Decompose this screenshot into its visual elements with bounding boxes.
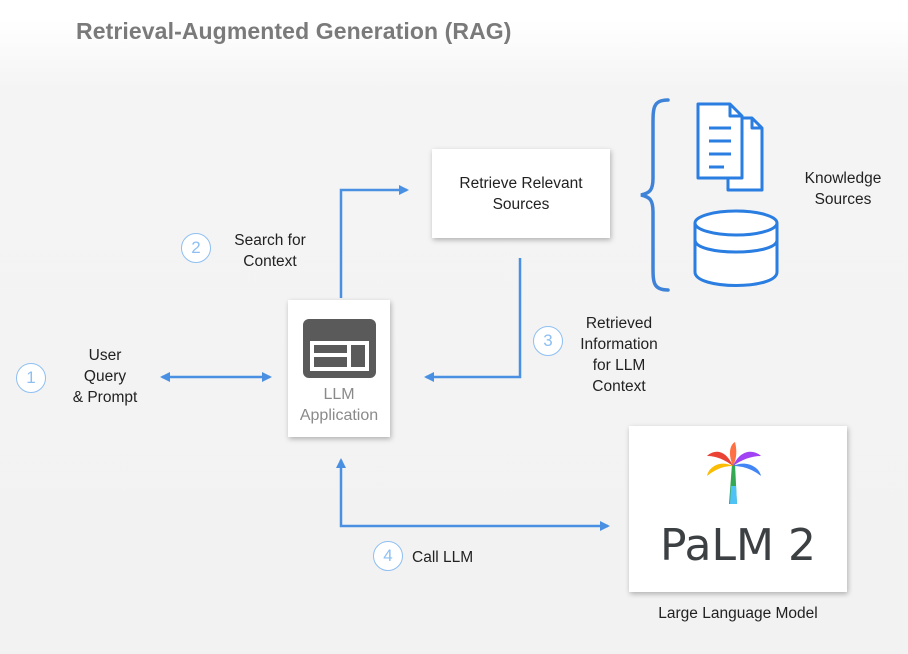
knowledge-line: Sources	[814, 191, 872, 208]
llm-app-line: Application	[299, 407, 379, 424]
step-4-label: Call LLM	[412, 549, 474, 566]
knowledge-brace	[640, 98, 670, 292]
arrow-retrieved-info	[424, 258, 522, 382]
knowledge-line: Knowledge	[804, 170, 882, 187]
step-3-line: Retrieved	[585, 315, 653, 332]
step-3-badge: 3	[533, 326, 563, 356]
step-2-label: Search for Context	[222, 230, 318, 272]
database-icon	[693, 209, 779, 287]
retrieve-line: Sources	[492, 195, 550, 213]
step-2-line: Context	[243, 253, 297, 270]
step-3-line: for LLM	[592, 357, 646, 374]
app-window-icon	[303, 319, 376, 378]
step-1-line: & Prompt	[72, 389, 138, 406]
arrow-call-llm	[336, 458, 610, 531]
llm-app-line: LLM	[323, 386, 355, 403]
palm-logo-text: PaLM 2	[660, 520, 816, 571]
llm-application-box: LLM Application	[288, 300, 390, 437]
page-title: Retrieval-Augmented Generation (RAG)	[76, 18, 512, 44]
palm-caption: Large Language Model	[658, 605, 818, 622]
retrieve-sources-box: Retrieve Relevant Sources	[432, 149, 610, 238]
step-1-label: User Query & Prompt	[66, 345, 144, 408]
step-3-label: Retrieved Information for LLM Context	[573, 313, 665, 397]
palm-model-box: PaLM 2	[629, 426, 847, 592]
document-stack-icon	[696, 102, 764, 192]
step-3-line: Information	[580, 336, 658, 353]
knowledge-sources-label: Knowledge Sources	[790, 168, 896, 210]
retrieve-line: Retrieve Relevant	[459, 174, 583, 192]
step-1-badge: 1	[16, 363, 46, 393]
step-4-badge: 4	[373, 541, 403, 571]
step-3-line: Context	[592, 378, 646, 395]
arrow-search-context	[339, 185, 409, 298]
palm-tree-logo	[707, 442, 761, 504]
step-2-badge: 2	[181, 233, 211, 263]
step-1-line: Query	[83, 368, 127, 385]
llm-app-label: LLM Application	[288, 384, 390, 426]
step-2-line: Search for	[234, 232, 306, 249]
step-1-line: User	[88, 347, 122, 364]
